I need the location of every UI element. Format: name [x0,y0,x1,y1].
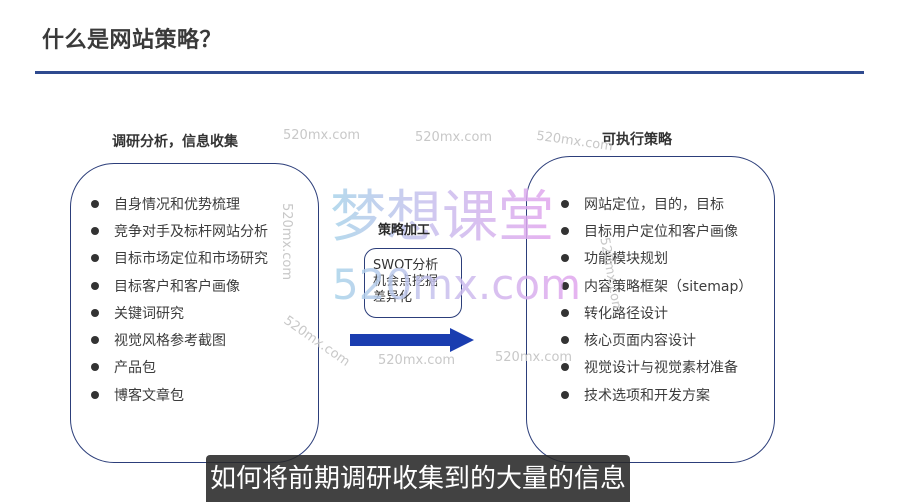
bullet-icon [91,281,99,290]
bullet-icon [91,226,99,235]
list-item: 功能模块规划 [561,245,752,272]
watermark-text: 520mx.com [495,350,573,365]
bullet-icon [91,199,99,208]
list-item: 核心页面内容设计 [561,326,752,353]
list-item: 网站定位，目的，目标 [561,190,752,217]
watermark-text: 520mx.com [279,202,295,281]
domain-watermark: 520mx.com [332,260,581,309]
process-line: 机会点挖掘 [373,274,461,290]
left-panel-box [70,163,319,463]
bullet-icon [91,363,99,372]
bullet-icon [91,390,99,399]
list-item: 产品包 [91,354,268,381]
bullet-icon [561,308,569,317]
brand-watermark: 梦想课堂 [330,185,554,250]
bullet-icon [91,254,99,263]
bullet-icon [91,336,99,345]
strategy-list: 网站定位，目的，目标 目标用户定位和客户画像 功能模块规划 内容策略框架（sit… [561,190,752,408]
process-label: 策略加工 [378,223,431,238]
right-panel-box [526,156,775,463]
list-item: 内容策略框架（sitemap） [561,272,752,299]
bullet-icon [561,226,569,235]
process-line: SWOT分析 [373,258,461,274]
bullet-icon [561,390,569,399]
list-item: 转化路径设计 [561,299,752,326]
bullet-icon [561,281,569,290]
list-item: 目标客户和客户画像 [91,272,268,299]
bullet-icon [91,308,99,317]
list-item: 视觉风格参考截图 [91,326,268,353]
left-panel-heading: 调研分析，信息收集 [112,134,238,150]
research-list: 自身情况和优势梳理 竞争对手及标杆网站分析 目标市场定位和市场研究 目标客户和客… [91,190,268,408]
process-box: SWOT分析 机会点挖掘 差异化 [364,248,462,318]
list-item: 关键词研究 [91,299,268,326]
bullet-icon [561,336,569,345]
list-item: 目标用户定位和客户画像 [561,217,752,244]
watermark-text: 520mx.com [378,353,456,368]
right-arrow-icon [350,328,474,352]
process-line: 差异化 [373,290,461,306]
list-item: 技术选项和开发方案 [561,381,752,408]
list-item: 目标市场定位和市场研究 [91,245,268,272]
list-item: 自身情况和优势梳理 [91,190,268,217]
bullet-icon [561,254,569,263]
list-item: 博客文章包 [91,381,268,408]
video-subtitle: 如何将前期调研收集到的大量的信息 [206,455,631,502]
right-panel-heading: 可执行策略 [602,132,672,148]
slide-title: 什么是网站策略？ [42,28,223,53]
bullet-icon [561,199,569,208]
bullet-icon [561,363,569,372]
watermark-text: 520mx.com [283,128,361,143]
list-item: 竞争对手及标杆网站分析 [91,217,268,244]
watermark-text: 520mx.com [415,130,493,145]
list-item: 视觉设计与视觉素材准备 [561,354,752,381]
title-divider [35,71,864,74]
